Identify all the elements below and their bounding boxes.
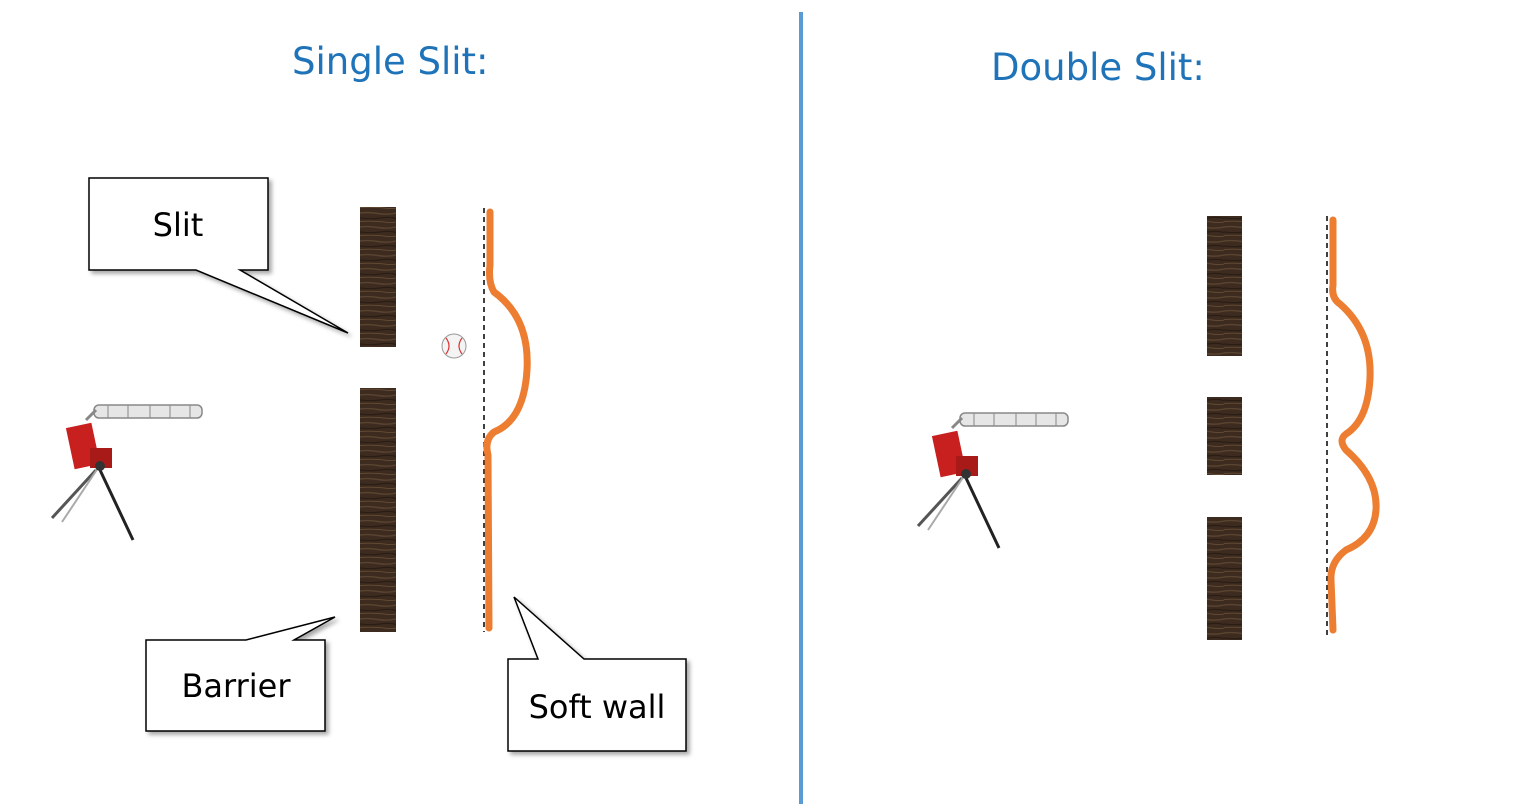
barrier-middle [1207, 397, 1242, 475]
single-slit-pattern [483, 208, 531, 632]
single-slit-title: Single Slit: [292, 40, 489, 83]
slit-callout-label: Slit [153, 206, 204, 244]
barrier-bottom [1207, 517, 1242, 640]
barrier-callout-label: Barrier [181, 667, 291, 705]
pitching-machine-icon [916, 412, 1069, 549]
baseball-icon [441, 333, 467, 359]
double-slit-title: Double Slit: [991, 46, 1205, 89]
slit-callout [88, 177, 349, 334]
soft-wall-callout-label: Soft wall [529, 688, 666, 726]
barrier-top [1207, 216, 1242, 356]
pitching-machine-icon [50, 404, 203, 541]
barrier-upper [360, 207, 396, 347]
barrier-callout [145, 616, 336, 732]
double-slit-pattern [1327, 216, 1380, 634]
soft-wall-callout [507, 596, 687, 752]
barrier-lower [360, 388, 396, 632]
